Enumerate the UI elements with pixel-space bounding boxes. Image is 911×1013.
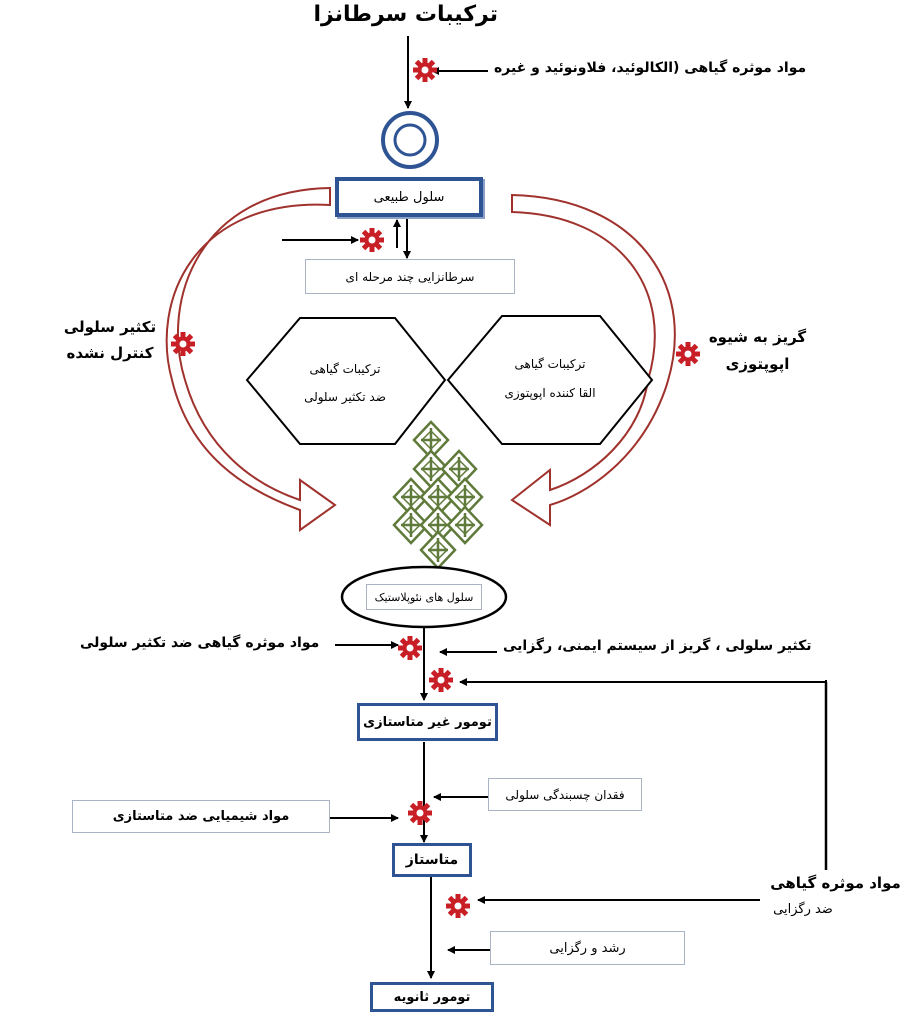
chemical-antimetastatic-label: مواد شیمیایی ضد متاستازی [112,809,290,824]
label-plant-antiproliferative: مواد موثره گیاهی ضد تکثیر سلولی [80,635,320,651]
label-uncontrolled-1: تکثیر سلولی [63,318,157,336]
box-non-metastatic-tumor: تومور غیر متاستازی [357,703,498,741]
label-plant-active-alkaloids: مواد موثره گیاهی (الکالوئید، فلاونوئید و… [494,60,807,76]
box-chemical-antimetastatic: مواد شیمیایی ضد متاستازی [72,800,330,833]
box-normal-cell: سلول طبیعی [335,177,483,217]
box-multistage: سرطانزایی چند مرحله ای [305,259,515,294]
cell-icon [381,111,439,169]
normal-cell-label: سلول طبیعی [373,189,445,205]
secondary-tumor-label: تومور ثانویه [393,989,471,1005]
diamond-antiproliferative-shape [245,317,447,445]
growth-angiogenesis-label: رشد و رگزایی [549,940,626,956]
lower-flow-lines [330,627,828,979]
box-secondary-tumor: تومور ثانویه [370,982,494,1012]
normal-cell-arrows [282,218,411,259]
label-proliferation-escape: تکثیر سلولی ، گریز از سیستم ایمنی، رگزای… [503,638,812,654]
top-entry-arrow [404,36,488,109]
diamond-antiproliferative-line2: ضد تکثیر سلولی [304,390,386,404]
box-metastasis: متاستاز [392,843,472,877]
diamond-apoptosis-line2: القا کننده اپوپتوزی [504,386,596,400]
neoplastic-label: سلول های نئوپلاستیک [374,590,474,604]
box-neoplastic-cells: سلول های نئوپلاستیک [366,584,482,610]
diamond-apoptosis-line1: ترکیبات گیاهی [514,357,586,371]
loss-adhesion-label: فقدان چسبندگی سلولی [505,787,625,802]
label-uncontrolled-2: کنترل نشده [66,344,154,362]
diamond-apoptosis-shape [446,315,654,445]
non-metastatic-label: تومور غیر متاستازی [363,714,492,730]
left-curved-arrow [165,186,337,532]
title-carcinogens: ترکیبات سرطانزا [313,2,498,27]
label-plant-antiangiogenic-1: مواد موثره گیاهی [770,874,901,892]
diamond-antiproliferative-line1: ترکیبات گیاهی [309,362,381,376]
right-curved-arrow [510,193,676,527]
box-loss-adhesion: فقدان چسبندگی سلولی [488,778,642,811]
box-growth-angiogenesis: رشد و رگزایی [490,931,685,965]
label-apoptosis-escape-1: گریز به شیوه [708,328,807,346]
multistage-label: سرطانزایی چند مرحله ای [345,269,475,284]
label-plant-antiangiogenic-2: ضد رگزایی [773,902,833,917]
plant-compound-cluster [392,420,484,570]
metastasis-label: متاستاز [405,852,459,868]
label-apoptosis-escape-2: اپوپتوزی [725,355,790,373]
